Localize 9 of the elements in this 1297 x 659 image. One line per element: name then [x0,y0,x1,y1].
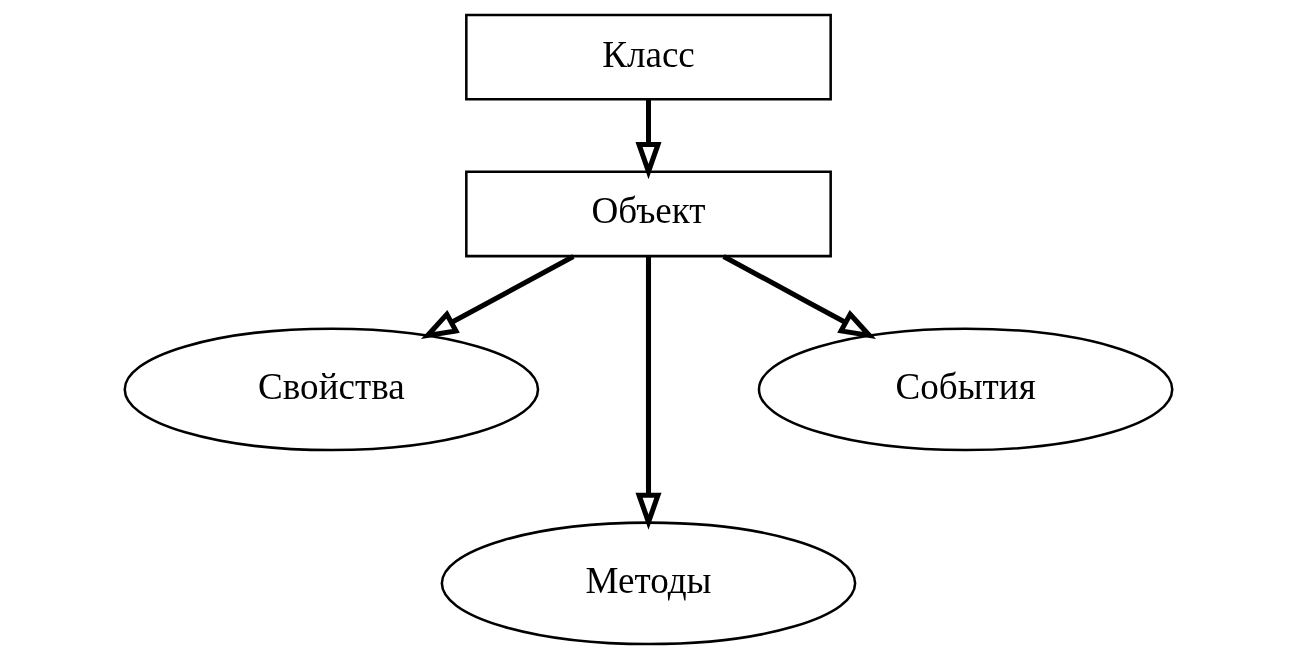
node-ellipse: События [757,327,1174,452]
node-ellipse: Свойства [123,327,540,452]
node-box: Объект [465,170,832,258]
arrow [420,254,575,340]
node-ellipse: Методы [440,521,857,646]
node-box: Класс [465,13,832,101]
arrow [635,99,662,180]
arrow [635,256,662,530]
arrow [722,254,877,340]
